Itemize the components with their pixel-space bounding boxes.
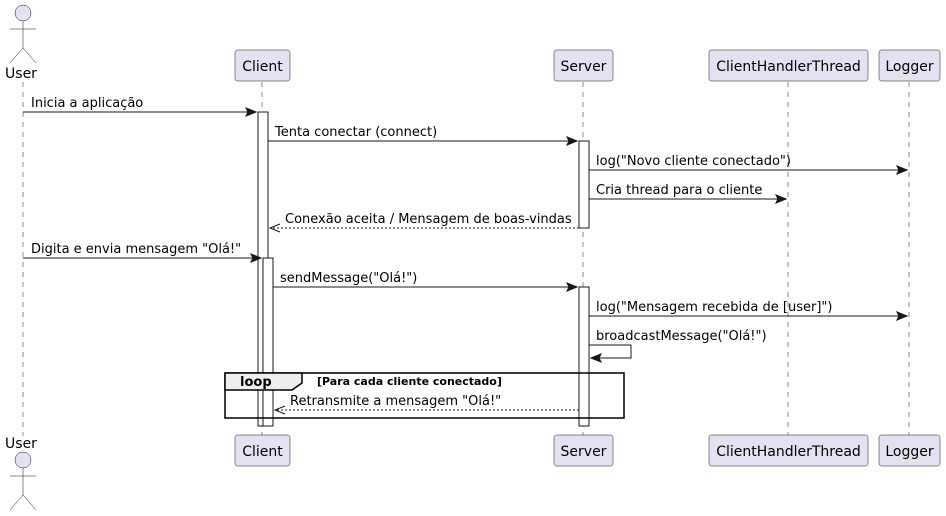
participant-logger-top: Logger — [878, 49, 941, 82]
message-label: Conexão aceita / Mensagem de boas-vindas — [285, 212, 572, 227]
message-tenta-conectar: Tenta conectar (connect) — [268, 125, 579, 146]
participant-clienthandlerthread-bottom-label: ClientHandlerThread — [716, 444, 861, 460]
message-log-novo-cliente: log("Novo cliente conectado") — [589, 154, 909, 175]
participant-server-top: Server — [553, 49, 614, 82]
participant-client-top-label: Client — [242, 59, 283, 75]
message-label: Inicia a aplicação — [31, 96, 143, 111]
loop-keyword: loop — [240, 375, 272, 390]
message-label: sendMessage("Olá!") — [280, 271, 417, 286]
message-digita-envia: Digita e envia mensagem "Olá!" — [23, 242, 263, 263]
participant-client-top: Client — [234, 49, 291, 82]
message-label: Cria thread para o cliente — [596, 183, 762, 198]
participant-logger-bottom-label: Logger — [885, 444, 934, 460]
message-label: broadcastMessage("Olá!") — [596, 329, 767, 344]
message-cria-thread: Cria thread para o cliente — [589, 183, 788, 204]
message-conexao-aceita: Conexão aceita / Mensagem de boas-vindas — [268, 212, 579, 233]
participant-clienthandlerthread-top-label: ClientHandlerThread — [716, 59, 861, 75]
participant-logger-top-label: Logger — [885, 59, 934, 75]
participant-client-bottom-label: Client — [242, 444, 283, 460]
actor-user-top: User — [5, 4, 37, 82]
message-label: log("Mensagem recebida de [user]") — [596, 300, 832, 315]
participant-server-bottom: Server — [553, 434, 614, 467]
activation-client-2 — [262, 257, 274, 427]
message-label: Retransmite a mensagem "Olá!" — [290, 394, 501, 409]
loop-condition: [Para cada cliente conectado] — [317, 375, 502, 388]
participant-logger-bottom: Logger — [878, 434, 941, 467]
actor-user-top-label: User — [5, 66, 37, 82]
participant-clienthandlerthread-bottom: ClientHandlerThread — [708, 434, 869, 467]
message-broadcast-message: broadcastMessage("Olá!") — [589, 329, 767, 363]
loop-frame: loop [Para cada cliente conectado] — [224, 372, 625, 419]
participant-server-bottom-label: Server — [561, 444, 607, 460]
activation-server-2 — [578, 286, 590, 427]
actor-user-bottom-label: User — [5, 436, 37, 452]
message-inicia-aplicacao: Inicia a aplicação — [23, 96, 258, 117]
message-label: log("Novo cliente conectado") — [596, 154, 791, 169]
message-send-message: sendMessage("Olá!") — [273, 271, 579, 292]
participant-client-bottom: Client — [234, 434, 291, 467]
actor-user-bottom: User — [5, 436, 37, 511]
message-label: Tenta conectar (connect) — [274, 125, 437, 140]
message-log-mensagem-recebida: log("Mensagem recebida de [user]") — [589, 300, 909, 321]
message-label: Digita e envia mensagem "Olá!" — [31, 242, 241, 257]
participant-server-top-label: Server — [561, 59, 607, 75]
message-retransmite: Retransmite a mensagem "Olá!" — [273, 394, 579, 415]
participant-clienthandlerthread-top: ClientHandlerThread — [708, 49, 869, 82]
activation-server-1 — [578, 140, 590, 229]
